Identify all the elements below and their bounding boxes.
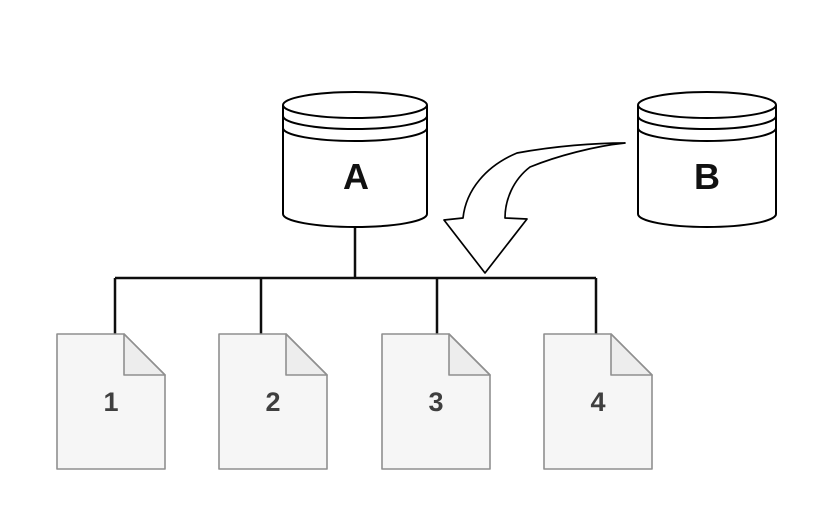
database-b-rim <box>637 104 777 119</box>
database-a-stripe-2 <box>282 127 428 142</box>
database-b-stripe-2 <box>637 127 777 142</box>
database-a-stripe-1 <box>282 115 428 130</box>
document-1-label: 1 <box>103 387 118 417</box>
document-4-fold-corner <box>610 333 653 376</box>
connector-tree <box>113 227 598 335</box>
document-3-fold-corner <box>448 333 491 376</box>
document-2: 2 <box>218 333 328 470</box>
database-a: A <box>282 91 428 228</box>
database-a-cylinder <box>282 91 428 228</box>
document-1: 1 <box>56 333 166 470</box>
database-b-label: B <box>694 156 720 197</box>
database-a-label: A <box>343 156 369 197</box>
document-2-label: 2 <box>265 387 280 417</box>
database-b-stripe-1 <box>637 115 777 130</box>
database-b: B <box>637 91 777 228</box>
document-4-label: 4 <box>590 387 605 417</box>
document-3-label: 3 <box>428 387 443 417</box>
document-2-fold-corner <box>285 333 328 376</box>
document-1-fold-corner <box>123 333 166 376</box>
document-4: 4 <box>543 333 653 470</box>
document-3: 3 <box>381 333 491 470</box>
database-b-cylinder <box>637 91 777 228</box>
curved-down-arrow-icon <box>443 142 626 274</box>
database-a-rim <box>282 104 428 119</box>
